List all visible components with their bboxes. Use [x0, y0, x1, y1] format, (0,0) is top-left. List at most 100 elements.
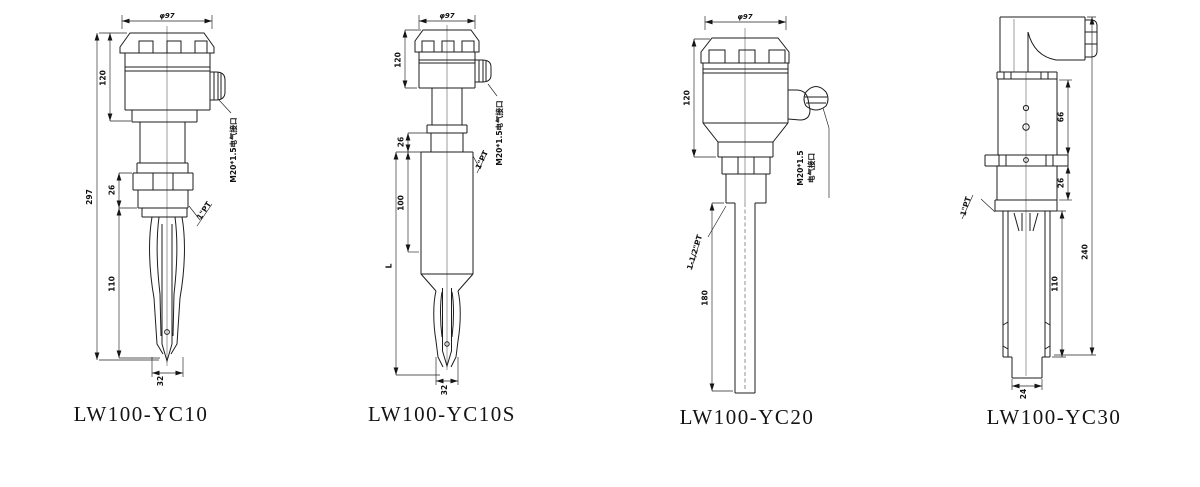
yc30-top-tube — [999, 16, 1085, 72]
yc30-elbow-housing — [1027, 17, 1086, 61]
yc10-fork-shoulder — [141, 208, 188, 218]
yc10s-dim-tube-section: 100 — [397, 195, 406, 211]
yc10s-dim-housing-height: 120 — [394, 52, 403, 68]
model-label-yc10: LW100-YC10 — [74, 402, 209, 426]
yc20-dim-probe-length: 180 — [701, 290, 710, 306]
yc10s-cap — [414, 29, 480, 53]
yc20-thread-leader — [690, 205, 727, 271]
yc10-fork-blade — [161, 224, 173, 363]
yc30-collar — [996, 71, 1058, 80]
yc10-housing — [124, 53, 211, 111]
yc10s-dim-fork-width: 32 — [440, 385, 449, 395]
yc10s-cable-entry-leader — [487, 83, 498, 97]
yc10-neck — [139, 122, 186, 163]
model-label-yc20: LW100-YC20 — [680, 405, 815, 429]
yc10-dim-thread-section: 26 — [108, 185, 117, 195]
yc10s-fork-blade — [442, 288, 452, 368]
yc10s-dim-top-width: φ97 — [439, 12, 454, 20]
yc30-inner-tube — [1011, 357, 1043, 379]
yc10-fork-tines — [149, 216, 185, 355]
yc10-dim-fork-width: 32 — [156, 376, 165, 386]
yc10-cable-entry-label: M20*1.5电气接口 — [228, 117, 238, 182]
yc20-housing-taper — [702, 122, 789, 158]
yc30-dim-neck-section: 26 — [1057, 178, 1066, 188]
yc10s-collar — [426, 124, 468, 134]
yc20-housing — [702, 63, 789, 124]
yc10-conduit-connector — [210, 71, 226, 101]
yc10s-thread-label: 1"PT — [473, 148, 490, 170]
yc20-cable-entry-label-line1: M20*1.5 — [796, 150, 805, 185]
yc20-dim-housing-height: 120 — [683, 90, 692, 106]
yc30-body-hole-lower — [1022, 123, 1030, 131]
yc10s-cable-entry-label: M20*1.5电气接口 — [494, 100, 504, 165]
yc30-neck-body — [996, 166, 1058, 200]
figure-lw100-yc20: φ97 120 180 M20*1.5 电气接口 1-1/2"PT LW100-… — [680, 13, 830, 429]
model-label-yc10s: LW100-YC10S — [368, 402, 516, 426]
yc10s-thread — [430, 133, 464, 152]
yc30-device-outline — [984, 16, 1098, 379]
yc10s-dimensions: φ97 120 26 100 L 32 M20*1.5电气接口 1"PT — [385, 12, 505, 395]
yc30-dim-fork-length: 110 — [1051, 276, 1060, 292]
yc10-thread — [137, 190, 189, 209]
yc10-thread-label: 1"PT — [195, 199, 214, 221]
yc30-flange — [984, 154, 1069, 167]
yc30-step — [994, 199, 1058, 212]
yc10s-extension-tube — [420, 151, 474, 275]
yc30-fork-tines — [1013, 212, 1039, 232]
yc30-body-hole-upper — [1022, 104, 1030, 112]
yc10-device-outline — [119, 26, 226, 366]
yc20-thread-label: 1-1/2"PT — [685, 233, 704, 271]
yc10s-thread-leader — [472, 152, 488, 174]
yc20-dim-top-width: φ97 — [737, 13, 752, 21]
yc20-cable-entry-leader — [822, 107, 830, 198]
figure-lw100-yc10s: φ97 120 26 100 L 32 M20*1.5电气接口 1"PT LW1… — [368, 12, 516, 426]
yc30-dim-fork-width: 24 — [1019, 389, 1028, 399]
yc10-dim-overall-height: 297 — [85, 189, 94, 205]
yc30-body — [997, 79, 1058, 155]
yc30-conduit-connector — [1085, 19, 1098, 58]
yc10-hex-nut — [132, 172, 194, 191]
yc10-housing-step — [131, 110, 198, 123]
figure-lw100-yc10: φ97 297 120 26 110 32 M20*1.5电气接口 1"PT L… — [74, 12, 238, 426]
yc10-dim-housing-height: 120 — [99, 70, 108, 86]
yc30-dimensions: 66 26 110 240 24 1"PT — [958, 16, 1096, 399]
model-label-yc30: LW100-YC30 — [987, 405, 1122, 429]
yc10s-dim-insertion-length: L — [385, 263, 394, 268]
yc10s-blade-hole — [444, 341, 450, 347]
yc10s-conduit-connector — [475, 59, 492, 83]
yc10-dim-top-width: φ97 — [159, 12, 174, 20]
yc20-probe-tube — [734, 203, 756, 394]
yc10s-fork-tines — [433, 290, 461, 368]
yc10s-fork-taper — [420, 273, 474, 292]
yc10-blade-hole — [164, 329, 170, 335]
yc20-cable-entry-label-line2: 电气接口 — [806, 153, 816, 183]
yc30-flange-hole — [1023, 157, 1029, 163]
yc10s-cap-castellations — [421, 40, 475, 52]
yc20-thread — [725, 174, 767, 204]
yc30-dim-body-section: 66 — [1057, 112, 1066, 122]
yc10-dim-fork-length: 110 — [108, 276, 117, 292]
yc30-sheath-slots — [1002, 321, 1051, 350]
yc20-gland-boss — [787, 89, 811, 121]
yc30-thread-leader — [961, 194, 996, 220]
yc30-dim-overall-height: 240 — [1081, 244, 1090, 260]
yc10s-neck — [431, 88, 463, 125]
yc10s-device-outline — [414, 25, 492, 370]
yc10-collar — [136, 162, 189, 174]
yc30-fork-sheath — [1002, 211, 1051, 358]
yc20-hex-nut — [721, 156, 771, 175]
yc20-device-outline — [700, 28, 829, 394]
yc10-cap-castellations — [138, 40, 208, 53]
yc10-cable-entry-leader — [218, 99, 232, 114]
yc20-cap-castellations — [708, 49, 786, 63]
yc10s-dim-thread-section: 26 — [397, 137, 406, 147]
yc30-thread-label: 1"PT — [958, 195, 973, 217]
yc20-dimensions: φ97 120 180 M20*1.5 电气接口 1-1/2"PT — [683, 13, 830, 392]
yc20-cable-gland — [803, 86, 829, 111]
yc10-cap — [119, 32, 215, 54]
yc10-thread-leader — [188, 203, 213, 227]
figure-lw100-yc30: 66 26 110 240 24 1"PT LW100-YC30 — [958, 16, 1122, 429]
yc10s-housing — [418, 52, 476, 89]
